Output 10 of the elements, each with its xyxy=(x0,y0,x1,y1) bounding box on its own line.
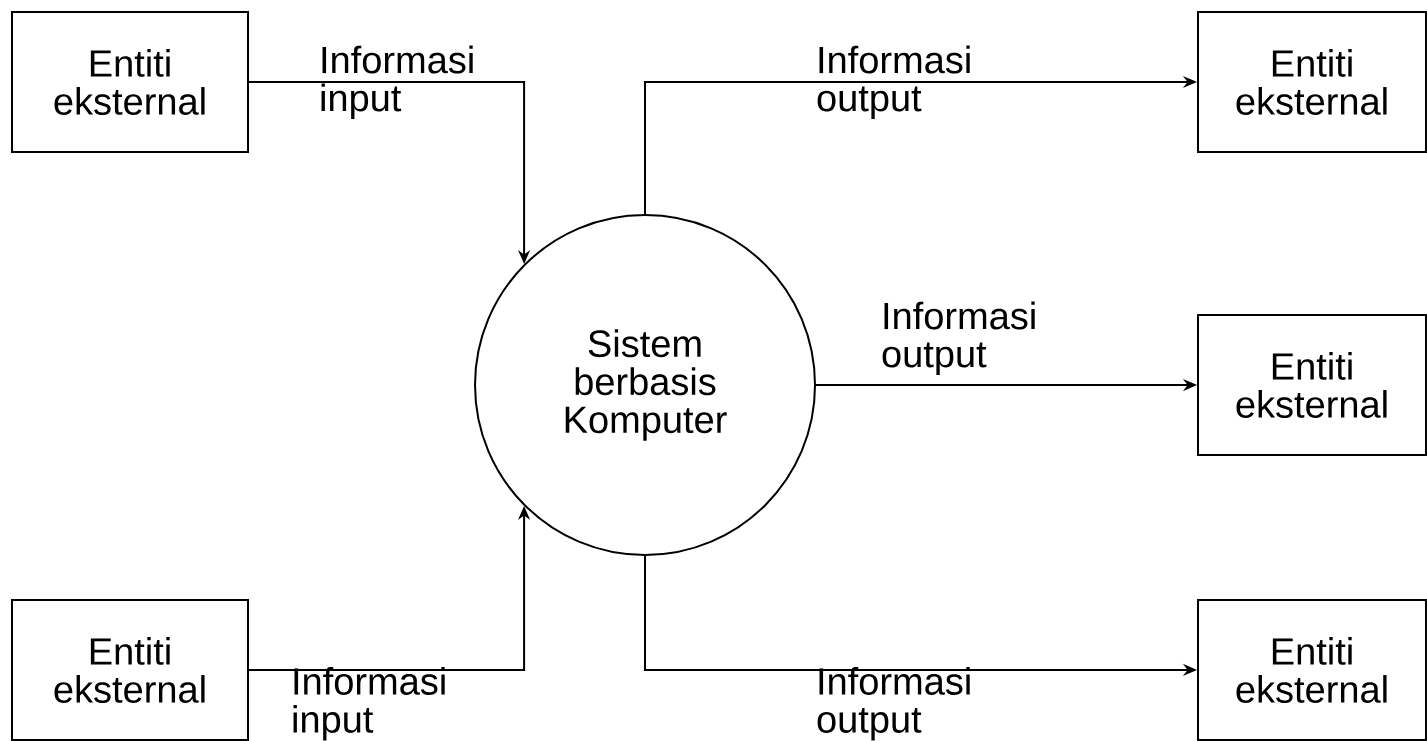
edge-label: Informasi input xyxy=(293,667,445,741)
entity-box: Entiti eksternal xyxy=(1197,599,1427,741)
edge-label: Informasi input xyxy=(321,45,473,119)
entity-box: Entiti eksternal xyxy=(11,599,249,741)
edge-label: Informasi output xyxy=(817,45,970,119)
entity-box: Entiti eksternal xyxy=(1197,11,1427,153)
entity-box: Entiti eksternal xyxy=(11,11,249,153)
entity-box: Entiti eksternal xyxy=(1197,314,1427,456)
edge-label: Informasi output xyxy=(817,667,970,741)
edge-label: Informasi output xyxy=(882,301,1035,375)
